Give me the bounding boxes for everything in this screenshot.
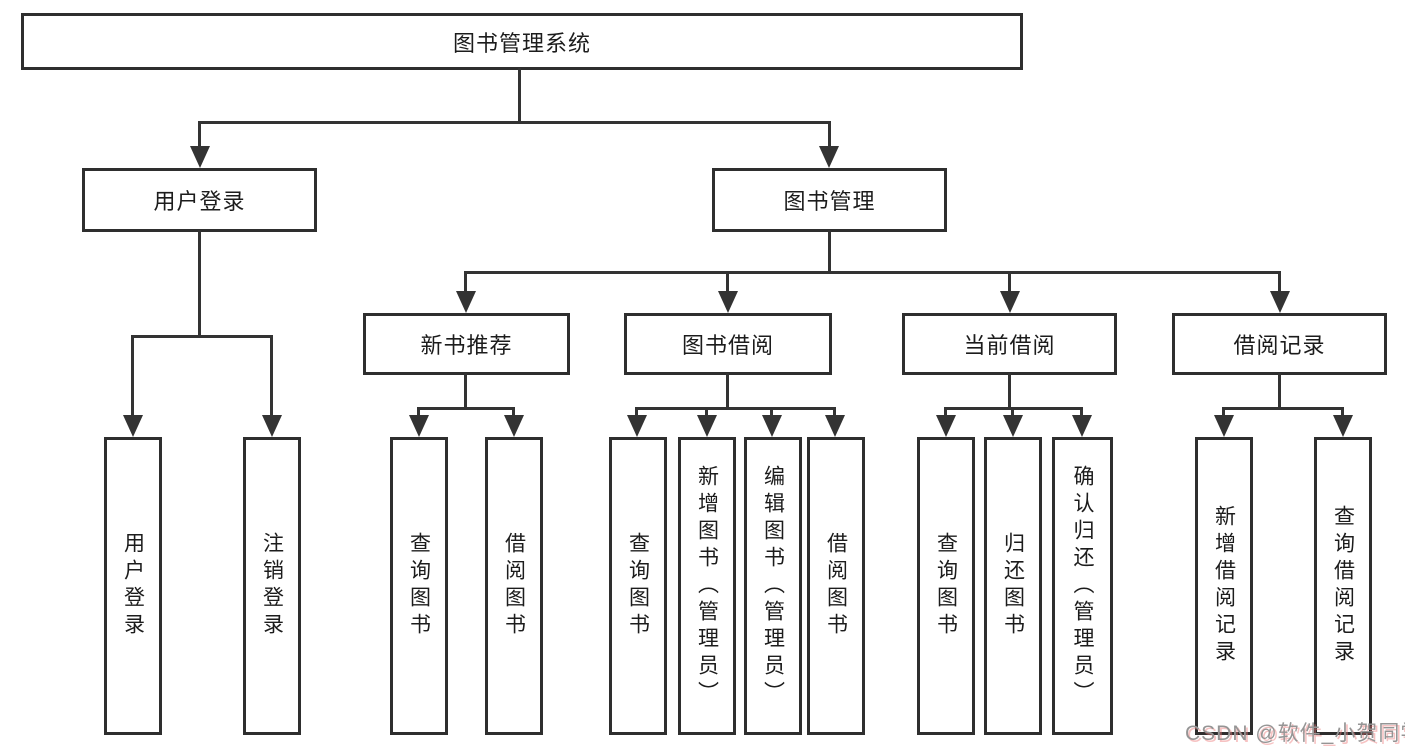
connector-stem-query-current	[944, 407, 947, 417]
connector-stem-add-books	[705, 407, 708, 417]
node-new-book-recommend-label: 新书推荐	[420, 333, 513, 358]
node-book-borrow: 图书借阅	[624, 313, 832, 375]
connector-borrow-records-stem	[1278, 373, 1281, 409]
connector-stem-user-login	[198, 121, 201, 150]
connector-stem-new-books	[464, 271, 467, 293]
arrowhead-edit-books	[762, 415, 782, 437]
leaf-add-borrow-record: 新增借阅记录	[1195, 437, 1253, 735]
arrowhead-borrow-books	[825, 415, 845, 437]
leaf-query-books-current: 查询图书	[917, 437, 975, 735]
node-new-book-recommend: 新书推荐	[363, 313, 570, 375]
connector-current-borrow-stem	[1008, 373, 1011, 409]
connector-root-stem	[518, 68, 521, 123]
connector-stem-leaf-logout	[270, 335, 273, 417]
connector-stem-current-borrow	[1008, 271, 1011, 293]
connector-level3-split	[464, 271, 1281, 274]
connector-book-borrow-split	[635, 407, 836, 410]
arrowhead-add-record	[1214, 415, 1234, 437]
arrowhead-borrow-new	[504, 415, 524, 437]
connector-borrow-records-split	[1222, 407, 1344, 410]
arrowhead-leaf-logout	[262, 415, 282, 437]
connector-stem-confirm-return	[1080, 407, 1083, 417]
connector-stem-add-record	[1222, 407, 1225, 417]
node-library-system-label: 图书管理系统	[452, 30, 591, 56]
connector-stem-book-borrow	[726, 271, 729, 293]
leaf-user-login-label: 用户登录	[121, 532, 145, 640]
csdn-watermark: CSDN @软件_小贺同学	[1185, 722, 1405, 745]
leaf-add-borrow-record-label: 新增借阅记录	[1212, 505, 1236, 667]
arrowhead-return-books	[1003, 415, 1023, 437]
connector-stem-borrow-books	[833, 407, 836, 417]
leaf-logout: 注销登录	[243, 437, 301, 735]
arrowhead-leaf-user-login	[123, 415, 143, 437]
leaf-edit-books-admin: 编辑图书（管理员）	[744, 437, 802, 735]
connector-stem-query-record	[1341, 407, 1344, 417]
connector-stem-query-borrow	[635, 407, 638, 417]
node-current-borrow: 当前借阅	[902, 313, 1117, 375]
arrowhead-new-books	[456, 291, 476, 313]
node-borrow-records-label: 借阅记录	[1233, 333, 1326, 358]
connector-new-books-stem	[464, 373, 467, 409]
connector-user-login-split	[131, 335, 273, 338]
leaf-confirm-return-admin: 确认归还（管理员）	[1052, 437, 1113, 735]
arrowhead-book-mgmt	[819, 146, 839, 168]
node-book-management: 图书管理	[712, 168, 947, 232]
connector-level2-split	[198, 121, 831, 124]
connector-stem-borrow-new	[512, 407, 515, 417]
arrowhead-confirm-return	[1072, 415, 1092, 437]
leaf-confirm-return-admin-label: 确认归还（管理员）	[1071, 464, 1094, 708]
connector-book-borrow-stem	[726, 373, 729, 409]
leaf-query-books-new-label: 查询图书	[407, 532, 431, 640]
leaf-query-books-borrow: 查询图书	[609, 437, 667, 735]
connector-stem-edit-books	[770, 407, 773, 417]
leaf-query-books-current-label: 查询图书	[934, 532, 958, 640]
connector-new-books-split	[417, 407, 515, 410]
arrowhead-add-books	[697, 415, 717, 437]
connector-user-login-stem	[198, 230, 201, 337]
node-book-borrow-label: 图书借阅	[681, 333, 774, 358]
leaf-return-books: 归还图书	[984, 437, 1042, 735]
leaf-logout-label: 注销登录	[260, 532, 284, 640]
node-user-login-label: 用户登录	[153, 189, 246, 214]
leaf-query-borrow-record: 查询借阅记录	[1314, 437, 1372, 735]
leaf-edit-books-admin-label: 编辑图书（管理员）	[761, 464, 785, 708]
leaf-borrow-books-borrow-label: 借阅图书	[824, 532, 848, 640]
arrowhead-user-login	[190, 146, 210, 168]
leaf-return-books-label: 归还图书	[1001, 532, 1025, 640]
connector-stem-query-new	[417, 407, 420, 417]
arrowhead-current-borrow	[1000, 291, 1020, 313]
leaf-borrow-books-borrow: 借阅图书	[807, 437, 865, 735]
leaf-query-books-borrow-label: 查询图书	[626, 532, 650, 640]
arrowhead-query-borrow	[627, 415, 647, 437]
node-library-system: 图书管理系统	[21, 13, 1023, 70]
arrowhead-borrow-records	[1270, 291, 1290, 313]
connector-book-mgmt-stem	[828, 230, 831, 273]
leaf-user-login: 用户登录	[104, 437, 162, 735]
node-book-management-label: 图书管理	[783, 189, 876, 214]
connector-stem-leaf-user-login	[131, 335, 134, 417]
arrowhead-book-borrow	[718, 291, 738, 313]
node-current-borrow-label: 当前借阅	[963, 333, 1056, 358]
arrowhead-query-record	[1333, 415, 1353, 437]
leaf-add-books-admin: 新增图书（管理员）	[678, 437, 736, 735]
connector-stem-book-mgmt	[828, 121, 831, 150]
connector-stem-return-books	[1011, 407, 1014, 417]
node-user-login: 用户登录	[82, 168, 317, 232]
connector-stem-borrow-records	[1278, 271, 1281, 293]
arrowhead-query-current	[936, 415, 956, 437]
leaf-query-books-new: 查询图书	[390, 437, 448, 735]
arrowhead-query-new	[409, 415, 429, 437]
leaf-borrow-books-new: 借阅图书	[485, 437, 543, 735]
leaf-borrow-books-new-label: 借阅图书	[502, 532, 526, 640]
node-borrow-records: 借阅记录	[1172, 313, 1387, 375]
leaf-query-borrow-record-label: 查询借阅记录	[1331, 505, 1355, 667]
leaf-add-books-admin-label: 新增图书（管理员）	[695, 464, 719, 708]
